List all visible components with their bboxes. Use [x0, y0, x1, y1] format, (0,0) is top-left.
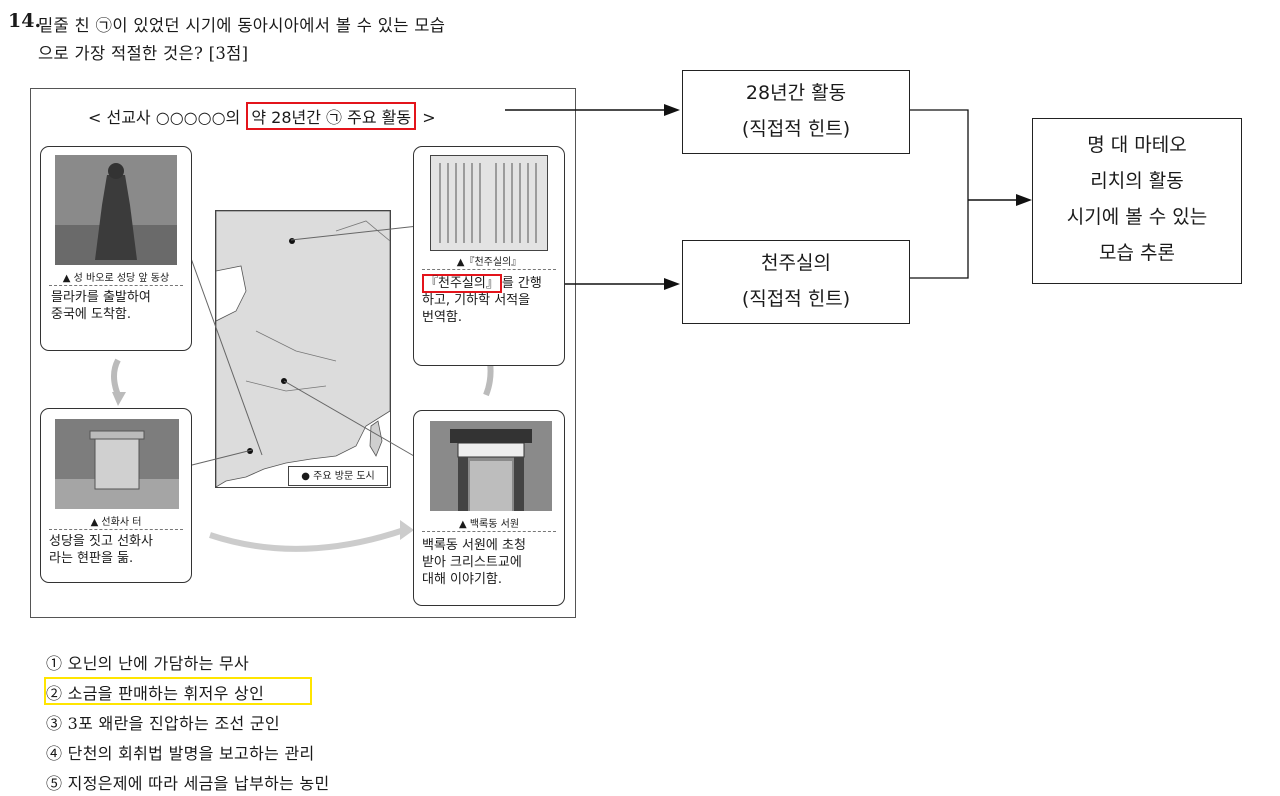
map-legend: ● 주요 방문 도시 — [288, 466, 388, 486]
figure-title-suffix: > — [422, 108, 436, 127]
card-text-line: 대해 이야기함. — [422, 572, 503, 587]
figure-title-prefix: < 선교사 ○○○○○의 — [88, 108, 241, 127]
card-caption: ▲ 선화사 터 — [90, 517, 142, 528]
divider — [49, 285, 183, 286]
card-site: ▲ 선화사 터 성당을 짓고 선화사 라는 현판을 둚. — [40, 408, 192, 583]
china-map — [215, 210, 391, 488]
figure-title-highlight: 약 28년간 ㉠ 주요 활동 — [246, 102, 417, 130]
book-title-highlight: 『천주실의』 — [422, 274, 502, 293]
figure-frame — [30, 88, 576, 618]
hint-box-book: 천주실의 (직접적 힌트) — [682, 240, 910, 324]
card-text-line: 성당을 짓고 선화사 — [49, 534, 153, 549]
card-text-line: 번역함. — [422, 310, 463, 325]
hint-line2: (직접적 힌트) — [741, 288, 851, 310]
card-text-line: 중국에 도착함. — [51, 307, 132, 322]
conclusion-line: 시기에 볼 수 있는 — [1066, 206, 1208, 228]
card-academy: ▲ 백록동 서원 백록동 서원에 초청 받아 크리스트교에 대해 이야기함. — [413, 410, 565, 606]
hint-line1: 천주실의 — [761, 252, 831, 274]
book-image — [430, 155, 548, 251]
hint-line1: 28년간 활동 — [745, 82, 847, 104]
option-3[interactable]: ③ 3포 왜란을 진압하는 조선 군인 — [46, 714, 280, 733]
divider — [422, 269, 556, 270]
divider — [422, 531, 556, 532]
map-shape — [215, 210, 391, 488]
card-caption: ▲ 백록동 서원 — [458, 519, 520, 530]
divider — [49, 529, 183, 530]
question-text-line1: 밑줄 친 ㉠이 있었던 시기에 동아시아에서 볼 수 있는 모습 — [38, 16, 446, 35]
option-5[interactable]: ⑤ 지정은제에 따라 세금을 납부하는 농민 — [46, 774, 330, 793]
academy-photo — [430, 421, 552, 511]
statue-photo — [55, 155, 177, 265]
option-2[interactable]: ② 소금을 판매하는 휘저우 상인 — [46, 684, 265, 703]
card-caption: ▲『천주실의』 — [456, 257, 522, 268]
site-image — [55, 419, 179, 509]
card-text-line: 를 간행 — [501, 276, 542, 291]
option-4[interactable]: ④ 단천의 회취법 발명을 보고하는 관리 — [46, 744, 315, 763]
book-photo — [430, 155, 548, 251]
card-text-line: 하고, 기하학 서적을 — [422, 293, 531, 308]
option-1[interactable]: ① 오닌의 난에 가담하는 무사 — [46, 654, 250, 673]
card-text-line: 받아 크리스트교에 — [422, 555, 522, 570]
academy-image — [430, 421, 552, 511]
card-statue: ▲ 성 바오로 성당 앞 동상 믈라카를 출발하여 중국에 도착함. — [40, 146, 192, 351]
statue-image — [55, 155, 177, 265]
conclusion-line: 명 대 마테오 — [1087, 134, 1187, 156]
card-text-line: 백록동 서원에 초청 — [422, 538, 526, 553]
figure-title: < 선교사 ○○○○○의 약 28년간 ㉠ 주요 활동 > — [88, 102, 436, 130]
site-photo — [55, 419, 179, 509]
hint-line2: (직접적 힌트) — [741, 118, 851, 140]
card-text-line: 믈라카를 출발하여 — [51, 290, 151, 305]
card-book: ▲『천주실의』 『천주실의』를 간행 하고, 기하학 서적을 번역함. — [413, 146, 565, 366]
question-number: 14. — [8, 10, 42, 32]
question-text-line2: 으로 가장 적절한 것은? [3점] — [38, 44, 249, 63]
option-2-highlight — [44, 677, 312, 705]
conclusion-line: 모습 추론 — [1099, 242, 1175, 264]
hint-box-28years: 28년간 활동 (직접적 힌트) — [682, 70, 910, 154]
card-text-line: 라는 현판을 둚. — [49, 551, 134, 566]
conclusion-box: 명 대 마테오 리치의 활동 시기에 볼 수 있는 모습 추론 — [1032, 118, 1242, 284]
card-caption: ▲ 성 바오로 성당 앞 동상 — [62, 273, 170, 284]
conclusion-line: 리치의 활동 — [1090, 170, 1184, 192]
